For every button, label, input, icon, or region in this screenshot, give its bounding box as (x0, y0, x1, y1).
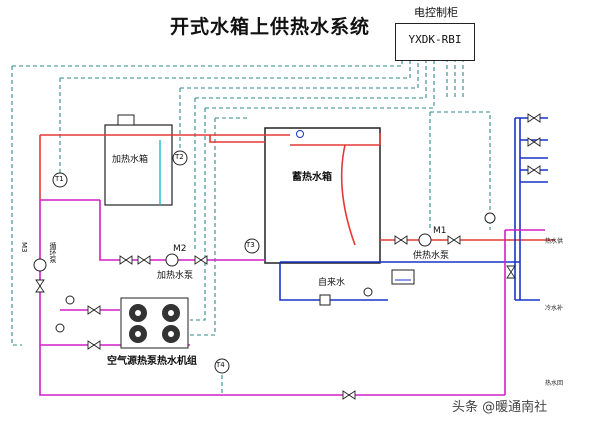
pumps (33, 212, 496, 333)
heating-tank-label: 加热水箱 (112, 155, 149, 165)
sensor-t2: T2 (175, 153, 184, 161)
pump-m2-tag: M2 (173, 244, 187, 254)
valves (35, 113, 541, 400)
watermark: 头条 @暖通南社 (452, 400, 548, 415)
sensor-t3: T3 (246, 241, 255, 249)
controller-box: YXDK-RBI (395, 23, 475, 61)
sensor-circles (52, 150, 260, 374)
control-wiring (11, 58, 491, 395)
sensor-t4: T4 (216, 361, 225, 369)
controller-model: YXDK-RBI (408, 33, 462, 46)
controller-label: 电控制柜 (414, 6, 458, 19)
sensor-t1: T1 (55, 175, 64, 183)
outlet-hot-supply: 热水供 (545, 238, 564, 245)
storage-tank-label: 蓄热水箱 (292, 172, 332, 183)
tap-water-label: 自来水 (318, 278, 346, 288)
diagram-title: 开式水箱上供热水系统 (170, 16, 371, 38)
heating-tank (104, 114, 173, 206)
supply-pump-label: 供热水泵 (413, 251, 450, 261)
heat-pump-unit-label: 空气源热泵热水机组 (107, 356, 197, 367)
water-meter (319, 269, 415, 306)
outlet-hot-return: 热水回 (545, 380, 564, 387)
outlet-cold-makeup: 冷水补 (545, 305, 564, 312)
heat-pump-unit (120, 297, 189, 349)
storage-tank (264, 127, 381, 264)
hot-pipes (39, 133, 555, 246)
pump-m1-tag: M1 (433, 226, 447, 236)
side-pump-label: 循环泵 (49, 242, 57, 263)
heating-pump-label: 加热水泵 (157, 271, 194, 281)
pump-m3-tag: M3 (20, 242, 28, 253)
